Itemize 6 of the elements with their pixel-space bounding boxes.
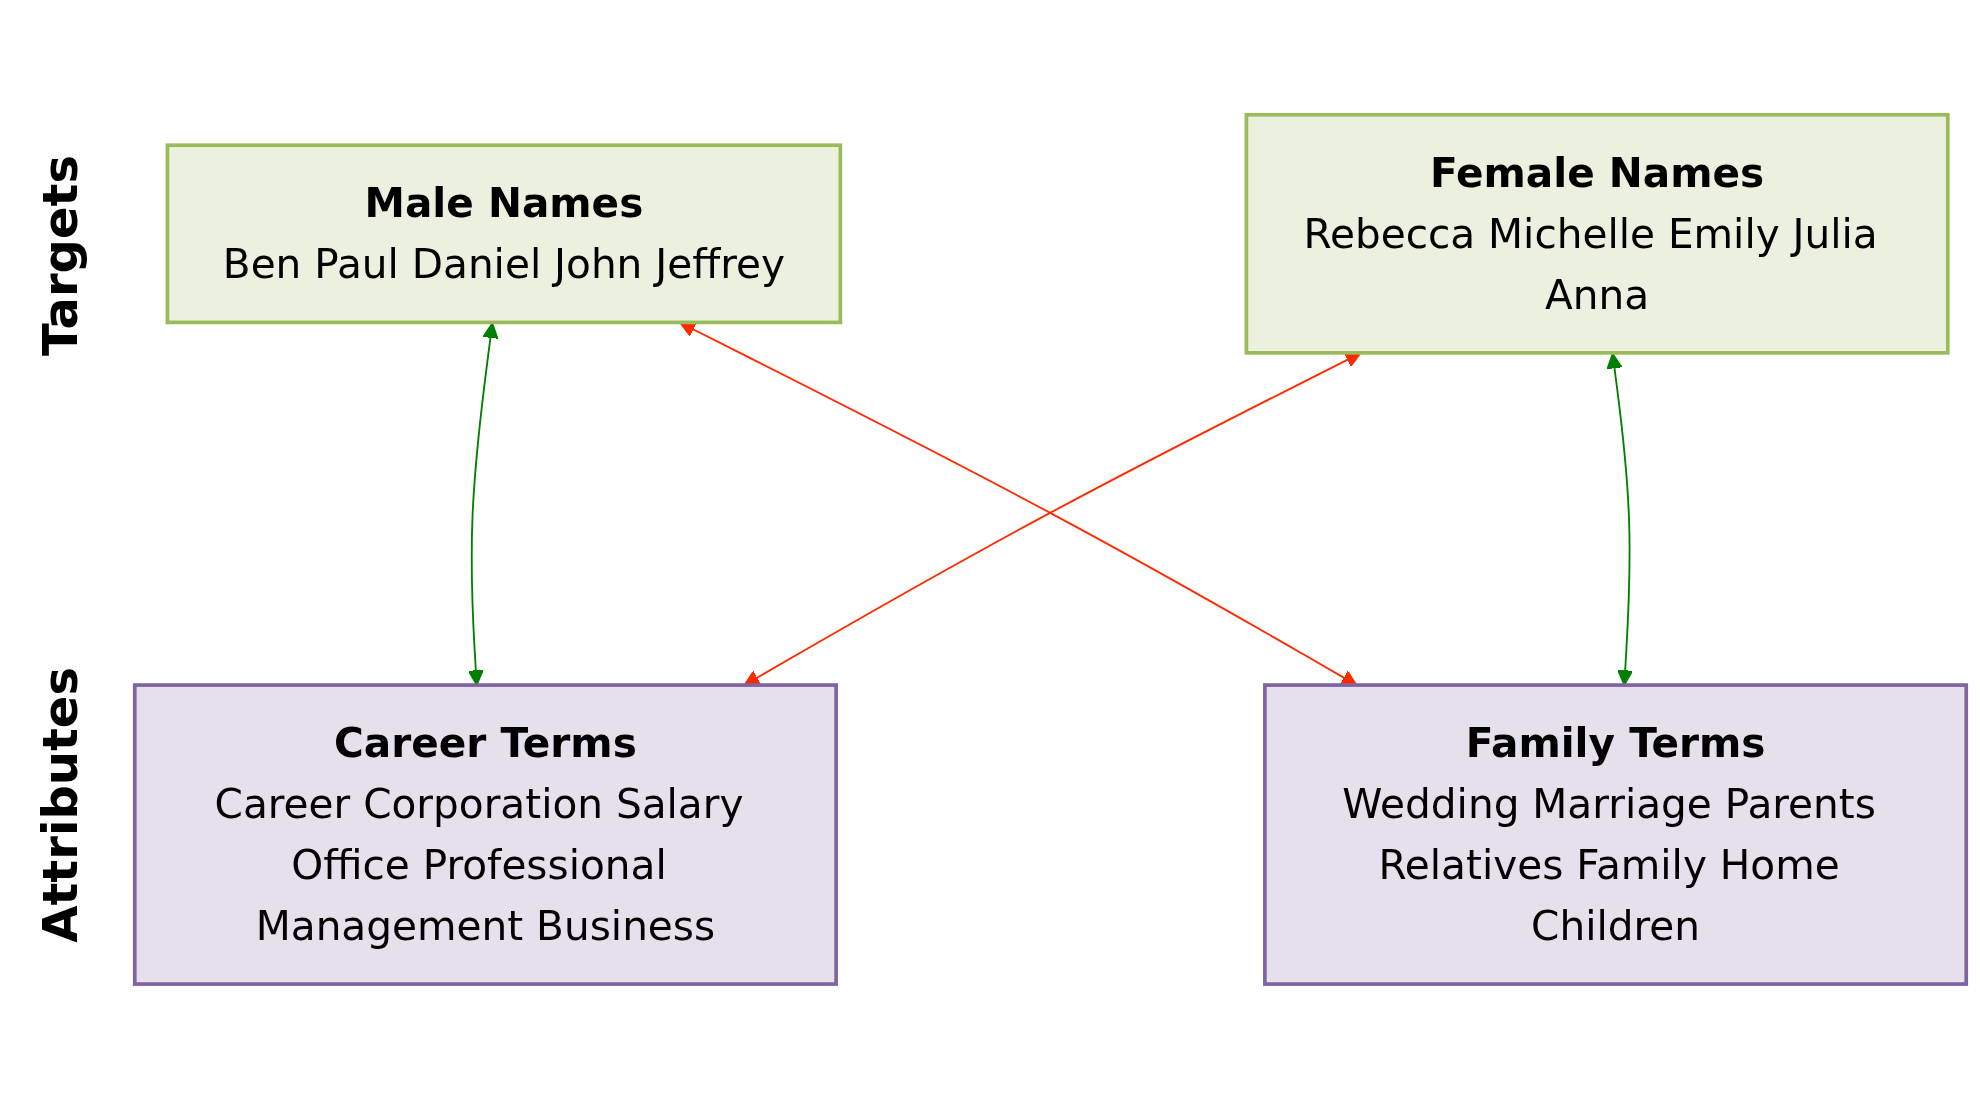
node-box: Female Names Rebecca Michelle Emily Julia Anna: [1244, 112, 1950, 355]
row-label: Attributes: [32, 666, 88, 943]
node-box: Career Terms Career Corporation Salary Office Professional Management Business: [132, 682, 838, 986]
node-box: Male Names Ben Paul Daniel John Jeffrey: [165, 142, 843, 324]
node-box: Family Terms Wedding Marriage Parents Relatives Family Home Children: [1263, 682, 1969, 986]
row-label: Targets: [32, 155, 88, 357]
